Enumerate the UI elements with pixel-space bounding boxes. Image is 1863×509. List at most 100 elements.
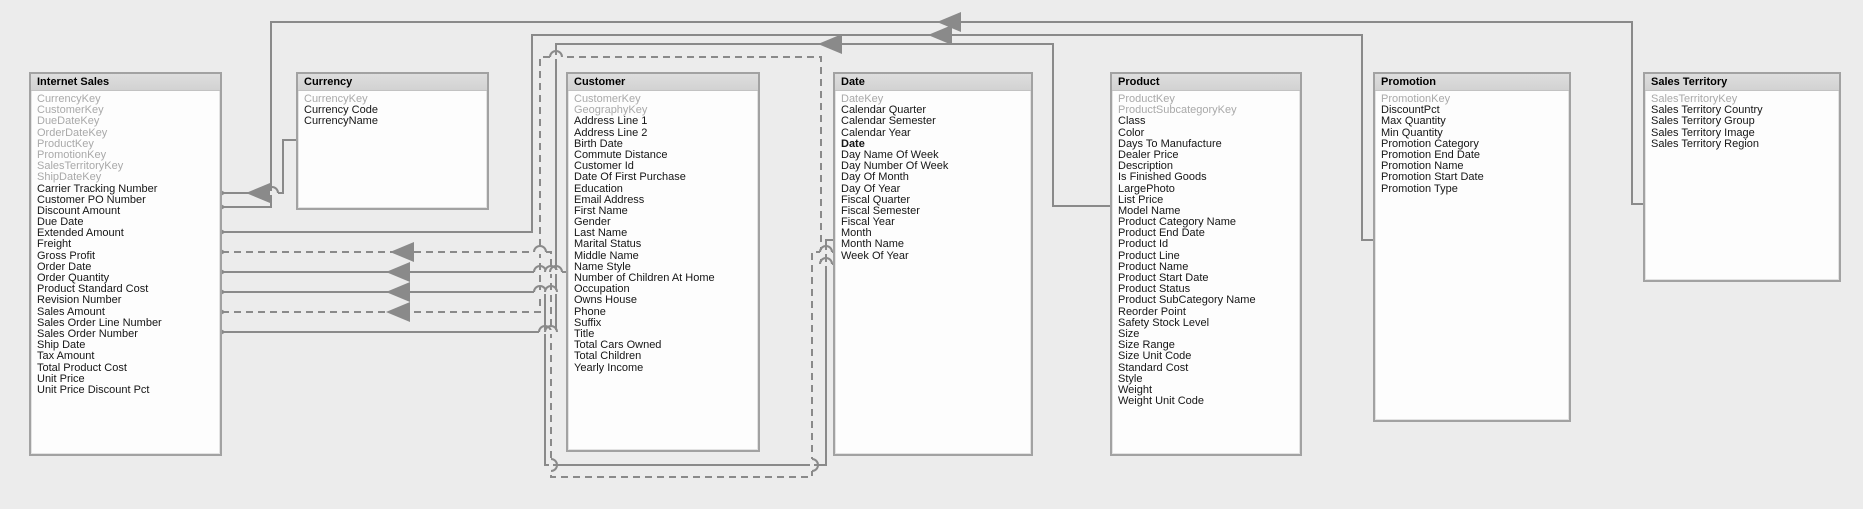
field-product-product-name[interactable]: Product Name (1118, 262, 1300, 273)
field-sales-territory-sales-territory-region[interactable]: Sales Territory Region (1651, 139, 1839, 150)
field-customer-total-children[interactable]: Total Children (574, 351, 758, 362)
field-customer-birth-date[interactable]: Birth Date (574, 139, 758, 150)
field-customer-total-cars-owned[interactable]: Total Cars Owned (574, 340, 758, 351)
relationship-line-internet-sales-to-currency[interactable] (222, 140, 296, 193)
field-product-reorder-point[interactable]: Reorder Point (1118, 307, 1300, 318)
field-date-fiscal-semester[interactable]: Fiscal Semester (841, 206, 1031, 217)
field-sales-territory-salesterritorykey[interactable]: SalesTerritoryKey (1651, 94, 1839, 105)
field-product-size-unit-code[interactable]: Size Unit Code (1118, 351, 1300, 362)
field-date-date[interactable]: Date (841, 139, 1031, 150)
field-customer-commute-distance[interactable]: Commute Distance (574, 150, 758, 161)
field-customer-marital-status[interactable]: Marital Status (574, 239, 758, 250)
field-customer-email-address[interactable]: Email Address (574, 195, 758, 206)
field-internet-sales-due-date[interactable]: Due Date (37, 217, 220, 228)
field-internet-sales-product-standard-cost[interactable]: Product Standard Cost (37, 284, 220, 295)
field-internet-sales-productkey[interactable]: ProductKey (37, 139, 220, 150)
field-internet-sales-promotionkey[interactable]: PromotionKey (37, 150, 220, 161)
field-internet-sales-tax-amount[interactable]: Tax Amount (37, 351, 220, 362)
field-promotion-max-quantity[interactable]: Max Quantity (1381, 116, 1569, 127)
field-date-day-number-of-week[interactable]: Day Number Of Week (841, 161, 1031, 172)
field-customer-address-line-1[interactable]: Address Line 1 (574, 116, 758, 127)
field-internet-sales-gross-profit[interactable]: Gross Profit (37, 251, 220, 262)
table-sales-territory[interactable]: Sales TerritorySalesTerritoryKeySales Te… (1643, 72, 1841, 282)
field-customer-first-name[interactable]: First Name (574, 206, 758, 217)
table-product[interactable]: ProductProductKeyProductSubcategoryKeyCl… (1110, 72, 1302, 456)
field-product-safety-stock-level[interactable]: Safety Stock Level (1118, 318, 1300, 329)
field-promotion-promotion-category[interactable]: Promotion Category (1381, 139, 1569, 150)
field-customer-geographykey[interactable]: GeographyKey (574, 105, 758, 116)
field-date-month-name[interactable]: Month Name (841, 239, 1031, 250)
field-sales-territory-sales-territory-group[interactable]: Sales Territory Group (1651, 116, 1839, 127)
table-header-product[interactable]: Product (1112, 74, 1300, 91)
field-customer-suffix[interactable]: Suffix (574, 318, 758, 329)
field-product-model-name[interactable]: Model Name (1118, 206, 1300, 217)
field-promotion-discountpct[interactable]: DiscountPct (1381, 105, 1569, 116)
field-internet-sales-sales-order-number[interactable]: Sales Order Number (37, 329, 220, 340)
field-date-datekey[interactable]: DateKey (841, 94, 1031, 105)
field-customer-occupation[interactable]: Occupation (574, 284, 758, 295)
field-promotion-promotionkey[interactable]: PromotionKey (1381, 94, 1569, 105)
field-customer-name-style[interactable]: Name Style (574, 262, 758, 273)
field-internet-sales-sales-amount[interactable]: Sales Amount (37, 307, 220, 318)
field-internet-sales-customerkey[interactable]: CustomerKey (37, 105, 220, 116)
field-product-largephoto[interactable]: LargePhoto (1118, 184, 1300, 195)
field-product-size[interactable]: Size (1118, 329, 1300, 340)
field-internet-sales-order-quantity[interactable]: Order Quantity (37, 273, 220, 284)
field-promotion-promotion-type[interactable]: Promotion Type (1381, 184, 1569, 195)
table-customer[interactable]: CustomerCustomerKeyGeographyKeyAddress L… (566, 72, 760, 452)
field-product-productsubcategorykey[interactable]: ProductSubcategoryKey (1118, 105, 1300, 116)
field-customer-title[interactable]: Title (574, 329, 758, 340)
field-product-size-range[interactable]: Size Range (1118, 340, 1300, 351)
field-product-weight-unit-code[interactable]: Weight Unit Code (1118, 396, 1300, 407)
field-product-product-status[interactable]: Product Status (1118, 284, 1300, 295)
field-date-day-of-month[interactable]: Day Of Month (841, 172, 1031, 183)
field-product-class[interactable]: Class (1118, 116, 1300, 127)
table-currency[interactable]: CurrencyCurrencyKeyCurrency CodeCurrency… (296, 72, 489, 210)
table-date[interactable]: DateDateKeyCalendar QuarterCalendar Seme… (833, 72, 1033, 456)
field-product-days-to-manufacture[interactable]: Days To Manufacture (1118, 139, 1300, 150)
field-date-calendar-semester[interactable]: Calendar Semester (841, 116, 1031, 127)
table-header-currency[interactable]: Currency (298, 74, 487, 91)
field-product-is-finished-goods[interactable]: Is Finished Goods (1118, 172, 1300, 183)
field-promotion-promotion-start-date[interactable]: Promotion Start Date (1381, 172, 1569, 183)
field-product-color[interactable]: Color (1118, 128, 1300, 139)
field-customer-gender[interactable]: Gender (574, 217, 758, 228)
field-internet-sales-extended-amount[interactable]: Extended Amount (37, 228, 220, 239)
table-header-sales-territory[interactable]: Sales Territory (1645, 74, 1839, 91)
field-internet-sales-ship-date[interactable]: Ship Date (37, 340, 220, 351)
field-internet-sales-orderdatekey[interactable]: OrderDateKey (37, 128, 220, 139)
field-customer-customerkey[interactable]: CustomerKey (574, 94, 758, 105)
field-product-style[interactable]: Style (1118, 374, 1300, 385)
field-internet-sales-customer-po-number[interactable]: Customer PO Number (37, 195, 220, 206)
field-currency-currency-code[interactable]: Currency Code (304, 105, 487, 116)
field-internet-sales-salesterritorykey[interactable]: SalesTerritoryKey (37, 161, 220, 172)
table-header-customer[interactable]: Customer (568, 74, 758, 91)
field-internet-sales-unit-price-discount-pct[interactable]: Unit Price Discount Pct (37, 385, 220, 396)
field-internet-sales-discount-amount[interactable]: Discount Amount (37, 206, 220, 217)
field-currency-currencykey[interactable]: CurrencyKey (304, 94, 487, 105)
table-header-date[interactable]: Date (835, 74, 1031, 91)
field-promotion-min-quantity[interactable]: Min Quantity (1381, 128, 1569, 139)
field-customer-yearly-income[interactable]: Yearly Income (574, 363, 758, 374)
field-internet-sales-shipdatekey[interactable]: ShipDateKey (37, 172, 220, 183)
field-sales-territory-sales-territory-country[interactable]: Sales Territory Country (1651, 105, 1839, 116)
field-product-productkey[interactable]: ProductKey (1118, 94, 1300, 105)
field-internet-sales-unit-price[interactable]: Unit Price (37, 374, 220, 385)
field-product-standard-cost[interactable]: Standard Cost (1118, 363, 1300, 374)
field-customer-address-line-2[interactable]: Address Line 2 (574, 128, 758, 139)
field-promotion-promotion-end-date[interactable]: Promotion End Date (1381, 150, 1569, 161)
field-customer-phone[interactable]: Phone (574, 307, 758, 318)
field-date-month[interactable]: Month (841, 228, 1031, 239)
field-date-day-of-year[interactable]: Day Of Year (841, 184, 1031, 195)
field-customer-education[interactable]: Education (574, 184, 758, 195)
field-customer-number-of-children-at-home[interactable]: Number of Children At Home (574, 273, 758, 284)
table-header-promotion[interactable]: Promotion (1375, 74, 1569, 91)
field-internet-sales-total-product-cost[interactable]: Total Product Cost (37, 363, 220, 374)
field-product-product-subcategory-name[interactable]: Product SubCategory Name (1118, 295, 1300, 306)
field-internet-sales-freight[interactable]: Freight (37, 239, 220, 250)
field-currency-currencyname[interactable]: CurrencyName (304, 116, 487, 127)
field-customer-middle-name[interactable]: Middle Name (574, 251, 758, 262)
field-product-product-line[interactable]: Product Line (1118, 251, 1300, 262)
field-promotion-promotion-name[interactable]: Promotion Name (1381, 161, 1569, 172)
field-date-fiscal-year[interactable]: Fiscal Year (841, 217, 1031, 228)
